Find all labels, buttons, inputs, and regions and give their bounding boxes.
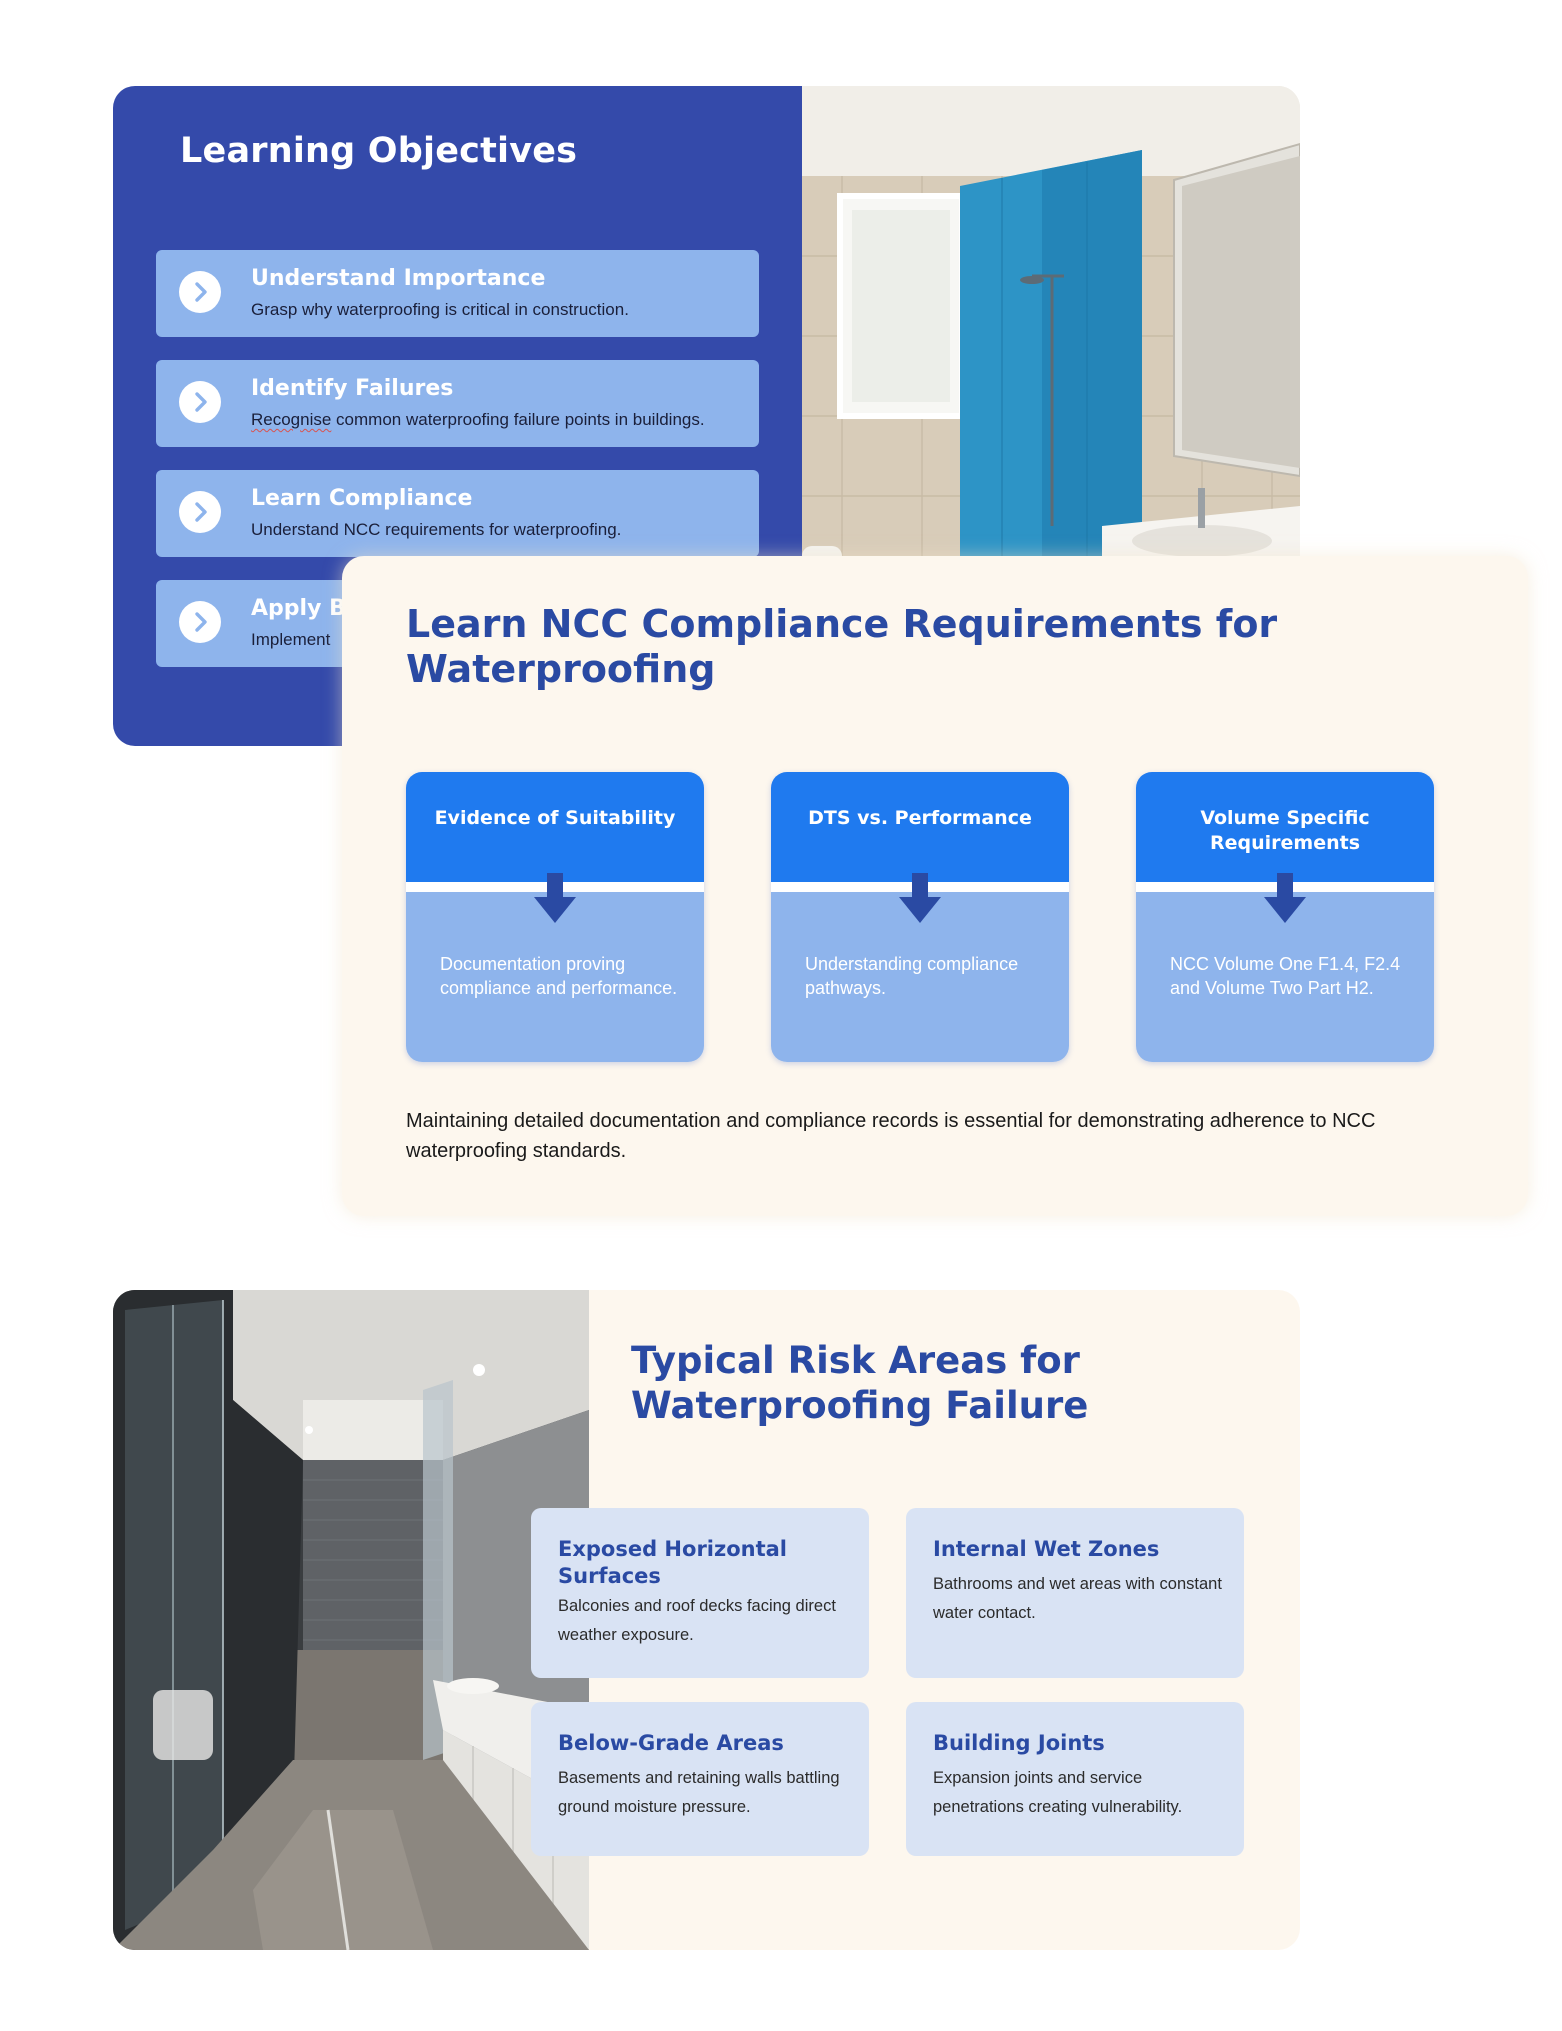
spellcheck-flagged-word: Recognise: [251, 410, 332, 429]
risk-desc: Bathrooms and wet areas with constant wa…: [933, 1575, 1222, 1622]
flow-step-header: [771, 772, 1069, 882]
flow-step-dts-vs-performance: DTS vs. Performance Understanding compli…: [771, 772, 1069, 1062]
chevron-right-icon: [179, 601, 221, 643]
arrow-down-icon: [899, 873, 941, 923]
risk-item-internal-wet-zones: Internal Wet Zones Bathrooms and wet are…: [906, 1508, 1244, 1678]
objective-title: Identify Failures: [251, 376, 454, 401]
risk-desc: Balconies and roof decks facing direct w…: [558, 1597, 836, 1644]
risk-areas-title: Typical Risk Areas for Waterproofing Fai…: [631, 1339, 1089, 1427]
risk-title: Below-Grade Areas: [558, 1731, 784, 1755]
flow-step-desc: Understanding compliance pathways.: [805, 954, 1019, 998]
objectives-title: Learning Objectives: [180, 131, 578, 171]
objective-item-understand-importance: Understand Importance Grasp why waterpro…: [156, 250, 759, 337]
risk-desc: Expansion joints and service penetration…: [933, 1769, 1183, 1816]
flow-step-header: [406, 772, 704, 882]
risk-item-building-joints: Building Joints Expansion joints and ser…: [906, 1702, 1244, 1856]
flow-step-evidence-of-suitability: Evidence of Suitability Documentation pr…: [406, 772, 704, 1062]
risk-item-below-grade-areas: Below-Grade Areas Basements and retainin…: [531, 1702, 869, 1856]
chevron-right-icon: [179, 271, 221, 313]
arrow-down-icon: [534, 873, 576, 923]
objective-desc: Implement: [251, 630, 331, 649]
risk-title: Internal Wet Zones: [933, 1537, 1160, 1561]
arrow-down-icon: [1264, 873, 1306, 923]
flow-step-header: [1136, 772, 1434, 882]
objective-desc: Understand NCC requirements for waterpro…: [251, 520, 622, 539]
risk-desc: Basements and retaining walls battling g…: [558, 1769, 840, 1816]
flow-step-title: DTS vs. Performance: [808, 807, 1032, 829]
flow-step-desc: NCC Volume One F1.4, F2.4 and Volume Two…: [1170, 954, 1401, 998]
objective-title: Understand Importance: [251, 266, 546, 291]
compliance-title: Learn NCC Compliance Requirements for Wa…: [406, 602, 1278, 691]
risk-title: Exposed Horizontal Surfaces: [558, 1537, 788, 1588]
risk-title: Building Joints: [933, 1731, 1105, 1755]
objective-desc: Recognise common waterproofing failure p…: [251, 410, 705, 430]
luxury-bathroom-photo: [113, 1290, 589, 1950]
ncc-compliance-card: Learn NCC Compliance Requirements for Wa…: [342, 556, 1528, 1216]
risk-item-exposed-horizontal-surfaces: Exposed Horizontal Surfaces Balconies an…: [531, 1508, 869, 1678]
objective-item-identify-failures: Identify Failures Recognise common water…: [156, 360, 759, 447]
chevron-right-icon: [179, 491, 221, 533]
objective-title: Apply B: [251, 596, 346, 621]
risk-areas-card: Typical Risk Areas for Waterproofing Fai…: [113, 1290, 1300, 1950]
chevron-right-icon: [179, 381, 221, 423]
flow-step-desc: Documentation proving compliance and per…: [440, 954, 678, 998]
compliance-note: Maintaining detailed documentation and c…: [406, 1110, 1376, 1162]
objective-desc-rest: common waterproofing failure points in b…: [331, 410, 705, 429]
flow-step-volume-specific-requirements: Volume Specific Requirements NCC Volume …: [1136, 772, 1434, 1062]
objective-item-learn-compliance: Learn Compliance Understand NCC requirem…: [156, 470, 759, 557]
flow-step-title: Volume Specific Requirements: [1200, 807, 1370, 854]
objective-desc: Grasp why waterproofing is critical in c…: [251, 300, 629, 319]
flow-step-title: Evidence of Suitability: [434, 807, 676, 829]
objective-title: Learn Compliance: [251, 486, 473, 511]
